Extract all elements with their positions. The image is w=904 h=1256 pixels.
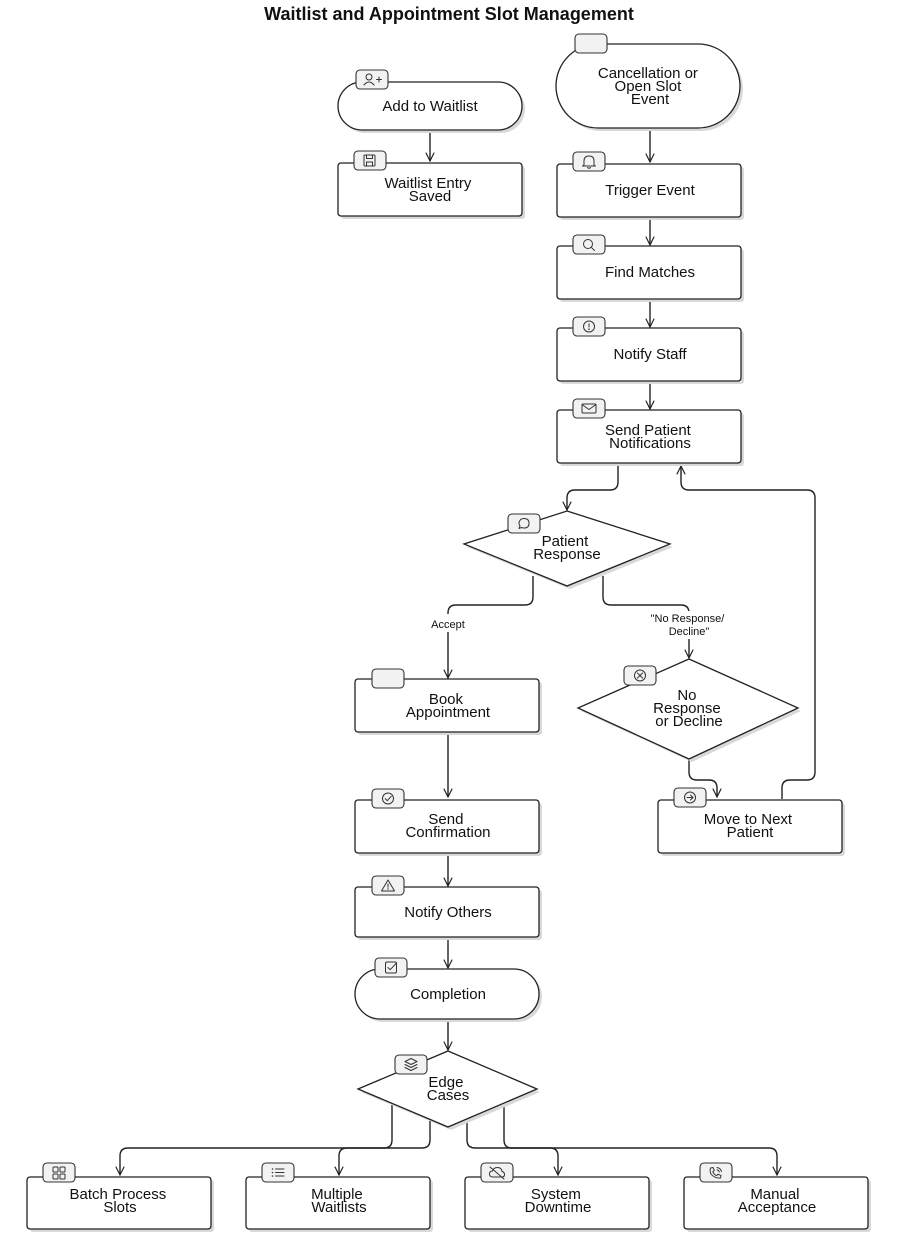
search-icon [572, 234, 606, 255]
phone-icon [699, 1162, 733, 1183]
edge-response-accept [448, 576, 534, 678]
bell-icon [572, 151, 606, 172]
node-no-response-decline-label: No Response or Decline [653, 687, 725, 730]
node-send-patient-notifications-label: Send Patient Notifications [605, 422, 695, 452]
node-multiple-waitlists: Multiple Waitlists [245, 1162, 433, 1232]
node-send-patient-notifications: Send Patient Notifications [556, 398, 744, 466]
node-notify-staff: Notify Staff [556, 316, 744, 384]
blank-icon [371, 668, 405, 689]
edge-label-accept-text: Accept [431, 619, 465, 631]
node-system-downtime-label: System Downtime [525, 1186, 592, 1216]
grid-icon [42, 1162, 76, 1183]
node-edge-cases-label: Edge Cases [427, 1074, 470, 1104]
diagram-title: Waitlist and Appointment Slot Management [264, 4, 634, 24]
node-cancellation-event: Cancellation or Open Slot Event [555, 33, 743, 131]
node-add-to-waitlist-label: Add to Waitlist [382, 98, 478, 115]
save-icon [353, 150, 387, 171]
edge-label-no-response-decline: "No Response/ Decline" [624, 611, 756, 639]
message-circle-icon [507, 513, 541, 534]
edge-send-to-response [567, 464, 619, 510]
node-manual-acceptance: Manual Acceptance [683, 1162, 871, 1232]
node-move-to-next-patient-label: Move to Next Patient [704, 811, 797, 841]
node-batch-process-slots: Batch Process Slots [26, 1162, 214, 1232]
arrow-right-circle-icon [673, 787, 707, 808]
edge-cases-to-manual [503, 1105, 777, 1175]
node-move-to-next-patient: Move to Next Patient [657, 787, 845, 856]
node-edge-cases: Edge Cases [356, 1050, 540, 1130]
node-notify-others-label: Notify Others [404, 904, 492, 921]
node-trigger-event-label: Trigger Event [605, 182, 695, 199]
node-manual-acceptance-label: Manual Acceptance [738, 1186, 816, 1216]
node-patient-response: Patient Response [462, 510, 673, 589]
x-circle-icon [623, 665, 657, 686]
node-notify-staff-label: Notify Staff [613, 346, 687, 363]
node-multiple-waitlists-label: Multiple Waitlists [311, 1186, 367, 1216]
node-send-confirmation-label: Send Confirmation [405, 811, 490, 841]
node-book-appointment: Book Appointment [354, 668, 542, 735]
node-completion: Completion [354, 957, 542, 1022]
edge-response-decline [602, 576, 689, 658]
node-send-confirmation: Send Confirmation [354, 788, 542, 856]
list-icon [261, 1162, 295, 1183]
node-trigger-event: Trigger Event [556, 151, 744, 220]
node-book-appointment-label: Book Appointment [406, 691, 491, 721]
node-notify-others: Notify Others [354, 875, 542, 940]
edge-cases-to-batch [120, 1105, 393, 1175]
node-batch-process-slots-label: Batch Process Slots [70, 1186, 171, 1216]
node-patient-response-label: Patient Response [533, 533, 601, 563]
check-square-icon [374, 957, 408, 978]
edge-move-loop-back [681, 466, 816, 799]
node-cancellation-event-label: Cancellation or Open Slot Event [598, 65, 702, 108]
node-system-downtime: System Downtime [464, 1162, 652, 1232]
user-plus-icon [355, 69, 389, 90]
node-add-to-waitlist: Add to Waitlist [337, 69, 525, 133]
cloud-off-icon [480, 1162, 514, 1183]
edge-label-no-response-decline-text: "No Response/ Decline" [651, 613, 728, 638]
node-find-matches-label: Find Matches [605, 264, 695, 281]
blank-icon [574, 33, 608, 54]
warning-triangle-icon [371, 875, 405, 896]
edge-cases-to-multiple [339, 1116, 431, 1175]
edge-decline-to-move [688, 760, 717, 797]
node-completion-label: Completion [410, 986, 486, 1003]
node-waitlist-entry-saved: Waitlist Entry Saved [337, 150, 525, 219]
alert-circle-icon [572, 316, 606, 337]
mail-icon [572, 398, 606, 419]
layers-icon [394, 1054, 428, 1075]
node-no-response-decline: No Response or Decline [576, 658, 801, 762]
check-circle-icon [371, 788, 405, 809]
node-find-matches: Find Matches [556, 234, 744, 302]
node-waitlist-entry-saved-label: Waitlist Entry Saved [384, 175, 475, 205]
edge-label-accept: Accept [416, 614, 480, 632]
edges [120, 131, 816, 1175]
